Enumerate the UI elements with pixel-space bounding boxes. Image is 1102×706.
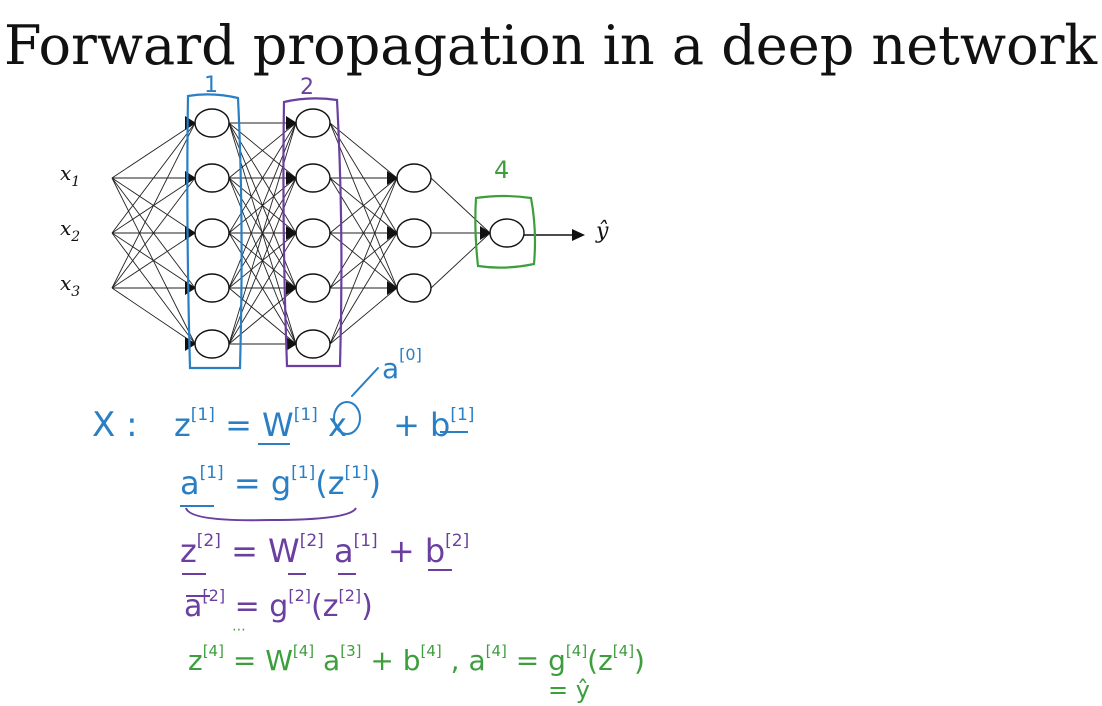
connection-line	[111, 122, 196, 234]
line1-z1: z[1] = W[1] x + b[1]	[174, 405, 474, 444]
connection-line	[111, 177, 196, 289]
line6-yhat: = ŷ	[548, 676, 590, 704]
neuron-l3-n1	[387, 163, 432, 193]
layer2-box	[282, 97, 343, 368]
connection-line	[430, 177, 491, 234]
line3-z2: z[2] = W[2] a[1] + b[2]	[180, 531, 469, 570]
equation-line2: a[1] = g[1](z[1])	[180, 463, 381, 507]
neuron-l4-n1	[480, 218, 525, 248]
neuron-l2-n4	[286, 273, 331, 303]
connection-line	[111, 122, 196, 179]
neuron-l1-n5	[185, 329, 230, 359]
layer1-box	[186, 93, 243, 370]
equation-line5: z[4] = W[4] a[3] + b[4] , a[4] = g[4](z[…	[188, 622, 645, 704]
neuron-l1-n3	[185, 218, 230, 248]
input-x2-label: x2	[60, 216, 80, 245]
neuron-l3-n3	[387, 273, 432, 303]
neuron-l2-n5	[286, 329, 331, 359]
equation-line3: z[2] = W[2] a[1] + b[2]	[180, 531, 469, 575]
connection-line	[430, 232, 491, 289]
neuron-l1-n1	[185, 108, 230, 138]
line4-a2: a[2] = g[2](z[2])	[184, 586, 373, 624]
equation-line1: X : z[1] = W[1] x + b[1]	[92, 405, 474, 445]
line5-dots: ⋯	[232, 622, 246, 638]
connection-line	[228, 122, 297, 289]
connection-line	[111, 122, 196, 289]
network-neurons	[185, 108, 525, 359]
connection-line	[329, 122, 398, 179]
connection-line	[111, 287, 196, 345]
input-x1-label: x1	[60, 161, 80, 190]
connection-line	[111, 232, 196, 345]
x-label: X :	[92, 405, 138, 445]
output-arrow	[524, 229, 585, 241]
line2-a1: a[1] = g[1](z[1])	[180, 463, 381, 502]
neuron-l2-n1	[286, 108, 331, 138]
output-y-hat-label: ŷ	[595, 219, 609, 244]
input-labels: x1 x2 x3	[60, 161, 80, 300]
a0-note: a[0]	[382, 345, 422, 385]
neuron-l2-n2	[286, 163, 331, 193]
equation-line4: a[2] = g[2](z[2])	[184, 586, 373, 624]
slide-title: Forward propagation in a deep network	[4, 14, 1098, 77]
connection-line	[228, 122, 297, 234]
neuron-l3-n2	[387, 218, 432, 248]
equations: X : z[1] = W[1] x + b[1] a[1] = g[1](z[1…	[92, 405, 645, 704]
layer4-number: 4	[494, 156, 509, 184]
layer2-number: 2	[300, 75, 314, 100]
layer1-number: 1	[204, 73, 218, 98]
layer4-box	[474, 194, 537, 269]
neuron-l1-n4	[185, 273, 230, 303]
line5-z4: z[4] = W[4] a[3] + b[4] , a[4] = g[4](z[…	[188, 642, 645, 677]
neuron-l2-n3	[286, 218, 331, 248]
connection-line	[111, 232, 196, 289]
neuron-l1-n2	[185, 163, 230, 193]
input-x3-label: x3	[60, 271, 80, 300]
